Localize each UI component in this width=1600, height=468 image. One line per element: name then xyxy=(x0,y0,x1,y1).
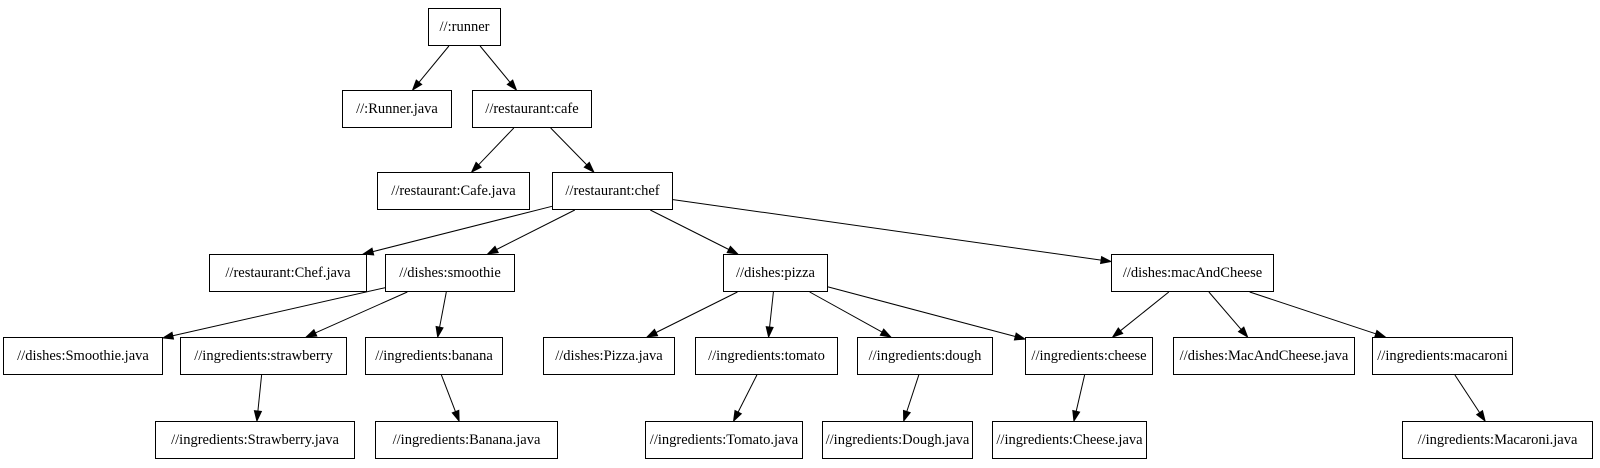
arrowhead-icon xyxy=(1072,409,1081,423)
node-cheese-java: //ingredients:Cheese.java xyxy=(992,421,1147,459)
arrowhead-icon xyxy=(451,409,460,423)
edge-chef-to-chef-java xyxy=(361,205,553,256)
edge-smoothie-to-banana xyxy=(435,291,447,339)
node-macaroni: //ingredients:macaroni xyxy=(1372,337,1513,375)
edge-chef-to-mac-and-cheese xyxy=(672,199,1113,265)
arrowhead-icon xyxy=(583,161,595,174)
edge-dough-to-dough-java xyxy=(902,374,920,423)
node-chef-java: //restaurant:Chef.java xyxy=(209,254,367,292)
arrowhead-icon xyxy=(1111,327,1124,338)
arrowhead-icon xyxy=(645,328,659,338)
node-dough: //ingredients:dough xyxy=(857,337,993,375)
arrowhead-icon xyxy=(435,325,444,339)
arrowhead-icon xyxy=(1237,326,1249,339)
edge-banana-to-banana-java xyxy=(440,374,460,423)
arrowhead-icon xyxy=(411,79,423,92)
node-smoothie: //dishes:smoothie xyxy=(385,254,515,292)
arrowhead-icon xyxy=(765,326,774,339)
edge-strawberry-to-strawberry-java xyxy=(253,374,263,423)
node-tomato: //ingredients:tomato xyxy=(695,337,838,375)
edge-pizza-to-pizza-java xyxy=(645,291,738,338)
node-cafe: //restaurant:cafe xyxy=(472,90,592,128)
edge-runner-to-cafe xyxy=(479,45,518,92)
node-mac-and-cheese-java: //dishes:MacAndCheese.java xyxy=(1173,337,1355,375)
node-pizza-java: //dishes:Pizza.java xyxy=(543,337,675,375)
node-pizza: //dishes:pizza xyxy=(723,254,828,292)
node-runner: //:runner xyxy=(428,8,501,46)
node-chef: //restaurant:chef xyxy=(552,172,673,210)
arrowhead-icon xyxy=(1013,332,1027,341)
arrowhead-icon xyxy=(506,79,518,92)
node-tomato-java: //ingredients:Tomato.java xyxy=(645,421,803,459)
edge-macaroni-to-macaroni-java xyxy=(1454,374,1486,423)
node-strawberry-java: //ingredients:Strawberry.java xyxy=(155,421,355,459)
arrowhead-icon xyxy=(1100,255,1113,265)
edge-tomato-to-tomato-java xyxy=(732,374,758,423)
arrowhead-icon xyxy=(486,245,499,255)
edge-pizza-to-tomato xyxy=(765,291,774,339)
node-banana-java: //ingredients:Banana.java xyxy=(375,421,558,459)
edge-cafe-to-cafe-java xyxy=(470,127,515,174)
edge-chef-to-pizza xyxy=(650,209,740,255)
edge-mac-and-cheese-to-mac-and-cheese-java xyxy=(1208,291,1249,339)
arrowhead-icon xyxy=(732,409,743,423)
arrowhead-icon xyxy=(361,247,375,256)
arrowhead-icon xyxy=(1475,409,1486,423)
arrowhead-icon xyxy=(726,245,740,255)
arrowhead-icon xyxy=(879,328,893,338)
edge-pizza-to-cheese xyxy=(827,286,1027,341)
node-runner-java: //:Runner.java xyxy=(342,90,452,128)
arrowhead-icon xyxy=(902,409,912,423)
edge-cheese-to-cheese-java xyxy=(1072,374,1086,423)
arrowhead-icon xyxy=(161,331,175,340)
edge-smoothie-to-smoothie-java xyxy=(161,287,386,340)
node-cafe-java: //restaurant:Cafe.java xyxy=(377,172,530,210)
node-smoothie-java: //dishes:Smoothie.java xyxy=(3,337,163,375)
edge-pizza-to-dough xyxy=(809,291,893,338)
node-cheese: //ingredients:cheese xyxy=(1025,337,1153,375)
node-strawberry: //ingredients:strawberry xyxy=(180,337,347,375)
node-banana: //ingredients:banana xyxy=(365,337,503,375)
edge-chef-to-smoothie xyxy=(486,209,576,255)
node-dough-java: //ingredients:Dough.java xyxy=(822,421,973,459)
node-mac-and-cheese: //dishes:macAndCheese xyxy=(1111,254,1274,292)
edge-cafe-to-chef xyxy=(550,127,595,174)
arrowhead-icon xyxy=(304,328,318,338)
edge-mac-and-cheese-to-cheese xyxy=(1111,291,1170,338)
arrowhead-icon xyxy=(253,410,263,423)
edge-smoothie-to-strawberry xyxy=(304,291,408,338)
arrowhead-icon xyxy=(470,161,482,174)
node-macaroni-java: //ingredients:Macaroni.java xyxy=(1402,421,1593,459)
edge-runner-to-runner-java xyxy=(411,45,450,92)
edge-mac-and-cheese-to-macaroni xyxy=(1249,291,1387,338)
